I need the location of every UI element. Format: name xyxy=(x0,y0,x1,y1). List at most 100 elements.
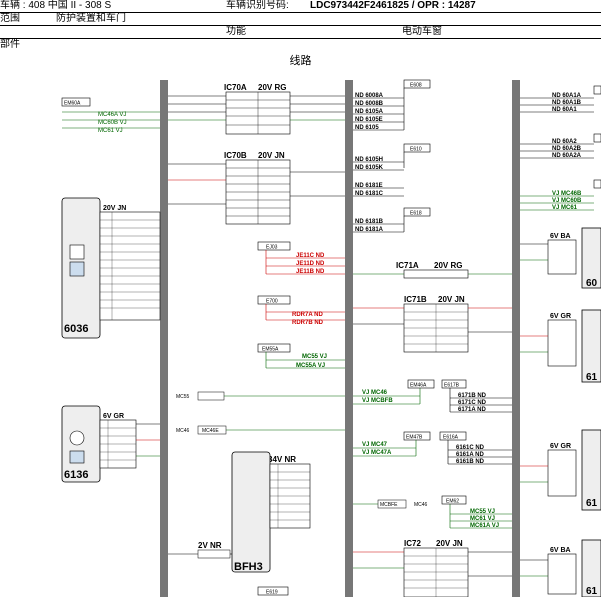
ic70b-conn: 20V JN xyxy=(258,151,285,160)
wire-label: RDR7B ND xyxy=(292,320,324,326)
right-component-2 xyxy=(581,309,601,383)
ic70a-rows xyxy=(226,92,290,134)
ic70b-label: IC70B xyxy=(224,151,247,160)
wire-label: JE11B ND xyxy=(296,269,325,275)
c6136-label: 6136 xyxy=(64,469,88,481)
ej03-box xyxy=(257,241,291,251)
vin-value: LDC973442F2461825 / OPR : 14287 xyxy=(310,0,476,11)
wire-label: ND 6181C xyxy=(355,191,384,197)
e617b-box xyxy=(441,379,467,389)
mc55-box xyxy=(197,391,225,401)
right-conn-6vba: 6V BA xyxy=(550,233,571,240)
e616a-box xyxy=(439,431,467,441)
wire-label: MC46A VJ xyxy=(98,112,126,118)
right-edge-box xyxy=(593,85,601,95)
em47b-label: EM47B xyxy=(406,435,423,441)
right-conn-6vgr: 6V GR xyxy=(550,313,571,320)
wire-label: MC55 VJ xyxy=(470,509,495,515)
wire-label: ND 6181E xyxy=(355,183,383,189)
e700-box xyxy=(257,295,291,305)
wire-label: ND 6105E xyxy=(355,117,383,123)
right-conn-6vba-2: 6V BA xyxy=(550,547,571,554)
range-label: 范围 xyxy=(0,13,20,24)
right-pin-table-2 xyxy=(547,319,577,367)
wire-label: MC60B VJ xyxy=(98,120,127,126)
wire-label: ND 60A1A xyxy=(552,93,582,99)
em55a-box xyxy=(257,343,291,353)
e610-label: E610 xyxy=(410,147,422,153)
right-edge-box xyxy=(593,179,601,189)
wire-label: ND 6105A xyxy=(355,109,384,115)
wire-label: VJ MC46 xyxy=(362,390,388,396)
bus-e610: ND 6105H ND 6105K xyxy=(353,157,404,171)
right-component-3 xyxy=(581,429,601,511)
wire-label: JE11C ND xyxy=(296,253,325,259)
e616a-label: E616A xyxy=(443,435,459,441)
em47b-box xyxy=(403,431,431,441)
bfh3-box xyxy=(231,451,271,573)
section-title: 线路 xyxy=(289,55,312,67)
ic72-rows xyxy=(404,548,468,597)
header-row-function: 功能 电动车窗 xyxy=(0,26,601,38)
header-row-range: 范围 防护装置和车门 xyxy=(0,13,601,25)
wire-label: 6171B ND xyxy=(458,393,487,399)
c6136-pin-rows xyxy=(100,420,136,468)
mc55-terminal: MC55 xyxy=(176,394,190,400)
window-icon xyxy=(69,450,85,464)
vin-label: 车辆识别号码: xyxy=(226,0,289,11)
e608-box xyxy=(403,79,431,89)
wire-label: ND 6105H xyxy=(355,157,383,163)
right-edge-box xyxy=(593,133,601,143)
wire-label: 6171A ND xyxy=(458,407,486,413)
header-divider xyxy=(0,38,601,39)
ej03-label: EJ03 xyxy=(266,245,278,251)
bus-6181: ND 6181E ND 6181C xyxy=(353,183,404,197)
e617b-label: E617B xyxy=(444,383,460,389)
vehicle-label: 车辆 : 408 中国 II - 308 S xyxy=(0,0,112,11)
connector-2vnr-bar xyxy=(160,532,168,582)
wire-label: MC55 VJ xyxy=(302,354,327,360)
mc46-terminal: MC46 xyxy=(176,428,190,434)
em46a-label: EM46A xyxy=(410,383,427,389)
ic71b-label: IC71B xyxy=(404,295,427,304)
right-component-3-label: 61 xyxy=(586,498,598,509)
em46a-box xyxy=(407,379,435,389)
em55a-label: EM55A xyxy=(262,347,279,353)
wire-label: VJ MC47 xyxy=(362,442,388,448)
wire-label: ND 60A2A xyxy=(552,153,582,159)
header-row-part: 部件 xyxy=(0,39,601,51)
em62-box xyxy=(441,495,467,505)
wire-label: ND 6008B xyxy=(355,101,384,107)
part-label: 部件 xyxy=(0,39,20,50)
right-component-1 xyxy=(581,227,601,289)
ic70a-label: IC70A xyxy=(224,83,247,92)
function-value: 电动车窗 xyxy=(402,26,442,37)
header-divider xyxy=(0,25,601,26)
wire-label: MC55A VJ xyxy=(296,363,325,369)
wire-label: MC61A VJ xyxy=(470,523,499,529)
em60a-box xyxy=(61,97,91,107)
wire-label: 6161B ND xyxy=(456,459,485,465)
wire-label: MC61 VJ xyxy=(98,128,123,134)
wire-label: ND 6008A xyxy=(355,93,384,99)
wiring-diagram: EM60A MC46A VJ MC60B VJ MC61 VJ IC70A 20… xyxy=(61,79,601,597)
wire-label: ND 60A1 xyxy=(552,107,577,113)
ic72-conn: 20V JN xyxy=(436,539,463,548)
right-conn-6vgr-2: 6V GR xyxy=(550,443,571,450)
right-pin-table-3 xyxy=(547,449,577,497)
e619-label: E619 xyxy=(266,590,278,596)
wire-label: VJ MC60B xyxy=(552,198,582,204)
header-row-vehicle: 车辆 : 408 中国 II - 308 S 车辆识别号码: LDC973442… xyxy=(0,0,601,12)
motor-icon xyxy=(69,430,85,446)
wire-label: MC61 VJ xyxy=(470,516,495,522)
wire-label: ND 6105K xyxy=(355,165,384,171)
wire-label: 6171C ND xyxy=(458,400,487,406)
mc46e-label: MC46E xyxy=(202,428,219,434)
wire-label: ND 60A1B xyxy=(552,100,582,106)
